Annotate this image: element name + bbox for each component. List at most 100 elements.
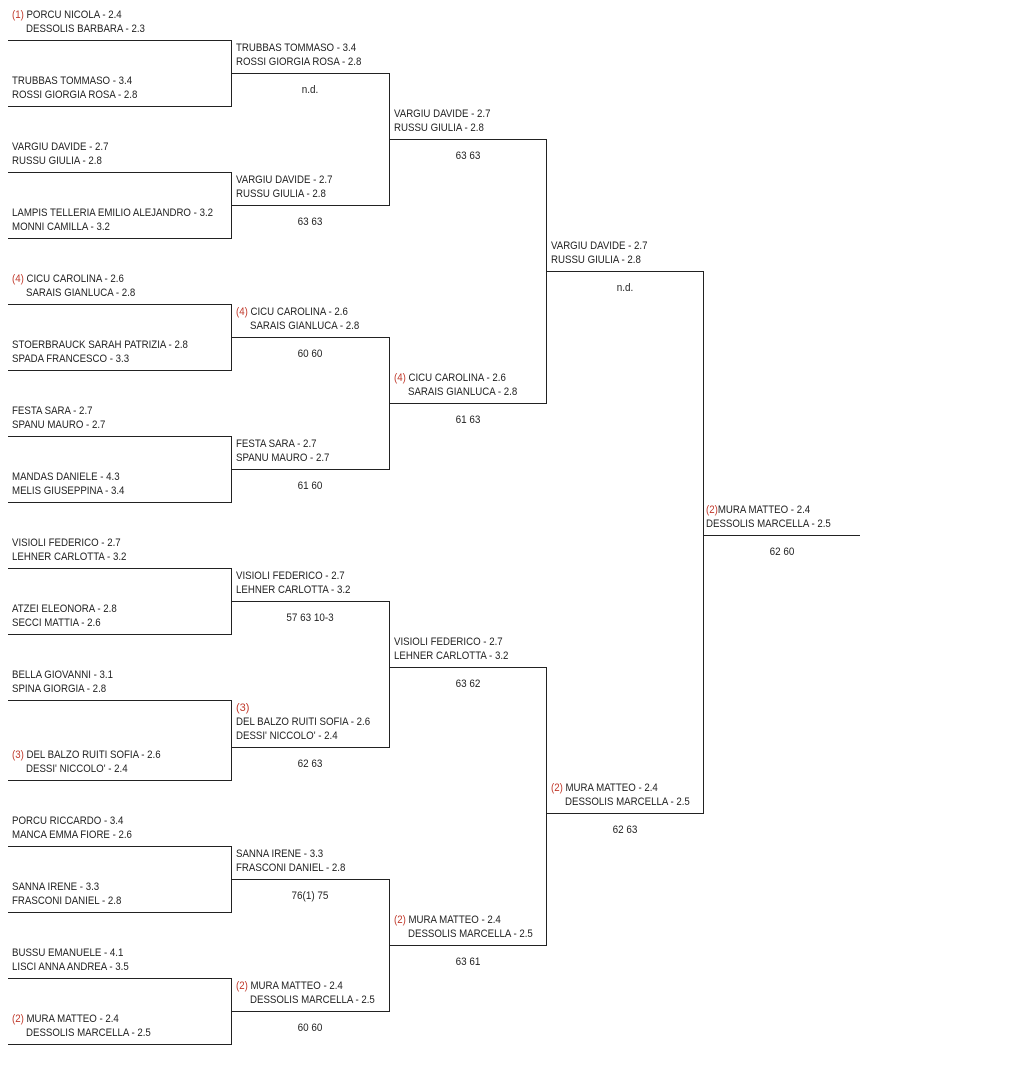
match-score: 60 60	[297, 348, 323, 360]
player-line: (4)CICU CAROLINA - 2.6	[12, 272, 124, 286]
player-name: MURA MATTEO - 2.4	[250, 980, 343, 992]
player-name: PORCU RICCARDO - 3.4	[12, 815, 124, 827]
r1-slot: VARGIU DAVIDE - 2.7 RUSSU GIULIA - 2.8	[8, 138, 231, 173]
seed-label: (3)	[236, 702, 250, 714]
player-name: VARGIU DAVIDE - 2.7	[394, 108, 491, 120]
connector-line	[231, 568, 232, 635]
player-name: TRUBBAS TOMMASO - 3.4	[236, 42, 357, 54]
connector-line	[389, 601, 390, 748]
player-name: CICU CAROLINA - 2.6	[26, 273, 124, 285]
r2-slot: FESTA SARA - 2.7 SPANU MAURO - 2.7	[232, 435, 389, 470]
player-name: DESSOLIS MARCELLA - 2.5	[706, 518, 831, 530]
player-line: (2)MURA MATTEO - 2.4	[394, 913, 501, 927]
connector-line	[389, 337, 390, 470]
r3-slot: VARGIU DAVIDE - 2.7 RUSSU GIULIA - 2.8	[390, 105, 546, 140]
player-name: LEHNER CARLOTTA - 3.2	[12, 551, 127, 563]
seed-label: (4)	[236, 306, 248, 318]
seed-label: (2)	[394, 914, 406, 926]
player-name: SPINA GIORGIA - 2.8	[12, 683, 107, 695]
match-score: 57 63 10-3	[286, 612, 334, 624]
r1-slot: BUSSU EMANUELE - 4.1 LISCI ANNA ANDREA -…	[8, 944, 231, 979]
match-score: 63 62	[455, 678, 481, 690]
connector-line	[231, 978, 232, 1045]
player-name: ATZEI ELEONORA - 2.8	[12, 603, 117, 615]
connector-line	[231, 40, 232, 107]
r3-slot: VISIOLI FEDERICO - 2.7 LEHNER CARLOTTA -…	[390, 633, 546, 668]
r1-slot: STOERBRAUCK SARAH PATRIZIA - 2.8 SPADA F…	[8, 336, 232, 371]
r1-slot: PORCU RICCARDO - 3.4 MANCA EMMA FIORE - …	[8, 812, 231, 847]
player-name: LEHNER CARLOTTA - 3.2	[236, 584, 351, 596]
final-winner-slot: (2)MURA MATTEO - 2.4 DESSOLIS MARCELLA -…	[704, 501, 860, 536]
player-name: MELIS GIUSEPPINA - 3.4	[12, 485, 125, 497]
player-name: VARGIU DAVIDE - 2.7	[551, 240, 648, 252]
connector-line	[231, 436, 232, 503]
r2-slot: VARGIU DAVIDE - 2.7 RUSSU GIULIA - 2.8	[232, 171, 389, 206]
match-score: 62 63	[612, 824, 638, 836]
player-name: VARGIU DAVIDE - 2.7	[236, 174, 333, 186]
r1-slot: TRUBBAS TOMMASO - 3.4 ROSSI GIORGIA ROSA…	[8, 72, 232, 107]
player-name: MURA MATTEO - 2.4	[717, 504, 811, 516]
seed-label: (2)	[551, 782, 563, 794]
match-score: 63 63	[297, 216, 323, 228]
player-name: RUSSU GIULIA - 2.8	[551, 254, 641, 266]
seed-label: (4)	[12, 273, 24, 285]
seed-label: (4)	[394, 372, 406, 384]
connector-line	[546, 139, 547, 404]
seed-label: (2)	[12, 1013, 24, 1025]
match-score: 61 60	[297, 480, 323, 492]
player-name: CICU CAROLINA - 2.6	[250, 306, 348, 318]
player-name: DESSOLIS MARCELLA - 2.5	[565, 796, 690, 808]
player-name: MURA MATTEO - 2.4	[408, 914, 501, 926]
player-line: (2)MURA MATTEO - 2.4	[236, 979, 343, 993]
player-name: SPANU MAURO - 2.7	[236, 452, 330, 464]
player-name: DESSI' NICCOLO' - 2.4	[26, 763, 128, 775]
seed-label: (2)	[706, 504, 718, 516]
r4-slot: (2)MURA MATTEO - 2.4 DESSOLIS MARCELLA -…	[547, 779, 703, 814]
player-name: MANCA EMMA FIORE - 2.6	[12, 829, 132, 841]
r1-slot: (1)PORCU NICOLA - 2.4 DESSOLIS BARBARA -…	[8, 6, 231, 41]
r1-slot: LAMPIS TELLERIA EMILIO ALEJANDRO - 3.2 M…	[8, 204, 232, 239]
player-name: DESSOLIS MARCELLA - 2.5	[250, 994, 375, 1006]
connector-line	[389, 879, 390, 1012]
player-name: DESSI' NICCOLO' - 2.4	[236, 730, 338, 742]
player-name: BUSSU EMANUELE - 4.1	[12, 947, 124, 959]
player-name: DESSOLIS MARCELLA - 2.5	[408, 928, 533, 940]
player-name: PORCU NICOLA - 2.4	[26, 9, 122, 21]
match-score: 63 61	[455, 956, 481, 968]
player-name: VISIOLI FEDERICO - 2.7	[236, 570, 345, 582]
r1-slot: MANDAS DANIELE - 4.3 MELIS GIUSEPPINA - …	[8, 468, 232, 503]
player-name: STOERBRAUCK SARAH PATRIZIA - 2.8	[12, 339, 188, 351]
player-name: DESSOLIS MARCELLA - 2.5	[26, 1027, 151, 1039]
r2-slot: VISIOLI FEDERICO - 2.7 LEHNER CARLOTTA -…	[232, 567, 389, 602]
r4-slot: VARGIU DAVIDE - 2.7 RUSSU GIULIA - 2.8	[547, 237, 703, 272]
player-line: (2)MURA MATTEO - 2.4	[706, 503, 810, 517]
player-name: FRASCONI DANIEL - 2.8	[236, 862, 346, 874]
player-name: SARAIS GIANLUCA - 2.8	[26, 287, 136, 299]
r2-slot: SANNA IRENE - 3.3 FRASCONI DANIEL - 2.8	[232, 845, 389, 880]
connector-line	[231, 304, 232, 371]
r2-slot: (3) DEL BALZO RUITI SOFIA - 2.6 DESSI' N…	[232, 702, 389, 748]
player-name: TRUBBAS TOMMASO - 3.4	[12, 75, 133, 87]
player-name: ROSSI GIORGIA ROSA - 2.8	[12, 89, 138, 101]
seed-label: (2)	[236, 980, 248, 992]
connector-line	[703, 271, 704, 814]
player-name: LEHNER CARLOTTA - 3.2	[394, 650, 509, 662]
player-name: SANNA IRENE - 3.3	[12, 881, 100, 893]
player-name: SPADA FRANCESCO - 3.3	[12, 353, 130, 365]
r2-slot: (4)CICU CAROLINA - 2.6 SARAIS GIANLUCA -…	[232, 303, 389, 338]
player-name: RUSSU GIULIA - 2.8	[12, 155, 102, 167]
player-name: ROSSI GIORGIA ROSA - 2.8	[236, 56, 362, 68]
match-score: 60 60	[297, 1022, 323, 1034]
player-name: FESTA SARA - 2.7	[12, 405, 93, 417]
player-name: LISCI ANNA ANDREA - 3.5	[12, 961, 129, 973]
connector-line	[231, 846, 232, 913]
seed-label: (1)	[12, 9, 24, 21]
connector-line	[546, 667, 547, 946]
connector-line	[231, 700, 232, 781]
player-name: RUSSU GIULIA - 2.8	[236, 188, 326, 200]
player-line: (4)CICU CAROLINA - 2.6	[236, 305, 348, 319]
player-name: RUSSU GIULIA - 2.8	[394, 122, 484, 134]
r1-slot: SANNA IRENE - 3.3 FRASCONI DANIEL - 2.8	[8, 878, 232, 913]
match-score: 76(1) 75	[291, 890, 329, 902]
r1-slot: (2)MURA MATTEO - 2.4 DESSOLIS MARCELLA -…	[8, 1010, 232, 1045]
